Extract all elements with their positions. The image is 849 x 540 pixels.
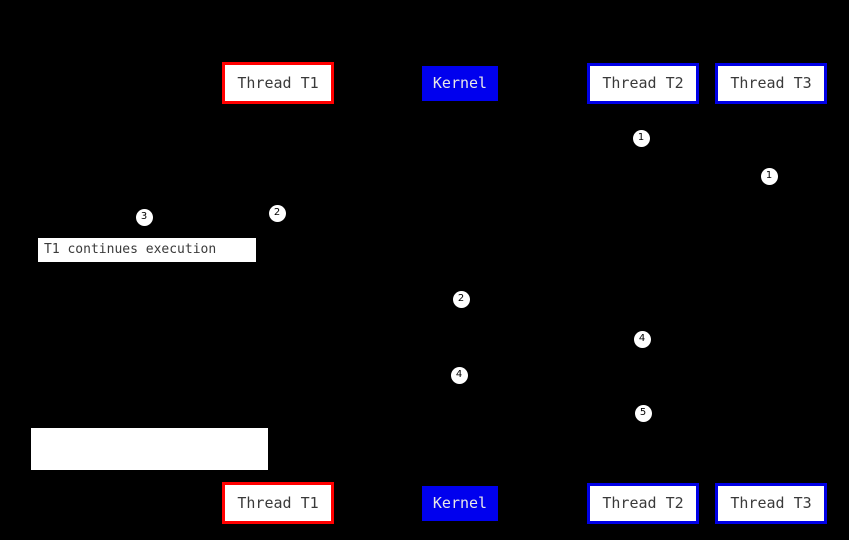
step-number: 5 xyxy=(639,407,647,418)
participant-label: Thread T3 xyxy=(730,494,812,512)
participant-t1[interactable]: Thread T1 xyxy=(222,62,334,104)
step-badge-4: 4 xyxy=(633,330,651,348)
step-number: 1 xyxy=(765,170,773,181)
step-badge-3: 3 xyxy=(135,208,153,226)
participant-t2[interactable]: Thread T2 xyxy=(587,63,699,104)
note-t1-continues: T1 continues execution xyxy=(37,237,257,263)
participant-label: Kernel xyxy=(432,74,488,92)
message-arrow xyxy=(460,413,643,414)
participant-kernel[interactable]: Kernel xyxy=(422,66,498,101)
note-text: T1 continues execution xyxy=(44,241,217,257)
participant-t3b[interactable]: Thread T3 xyxy=(715,483,827,524)
step-badge-5: 5 xyxy=(634,404,652,422)
participant-label: Thread T2 xyxy=(602,74,684,92)
participant-kernelb[interactable]: Kernel xyxy=(422,486,498,521)
lifeline-t1 xyxy=(277,105,278,482)
message-arrow xyxy=(277,375,460,376)
message-arrow xyxy=(277,213,460,214)
message-arrow xyxy=(460,138,643,139)
step-badge-2: 2 xyxy=(268,204,286,222)
message-arrow xyxy=(643,176,771,177)
participant-label: Thread T1 xyxy=(237,73,319,92)
step-number: 1 xyxy=(637,132,645,143)
participant-label: Thread T2 xyxy=(602,494,684,512)
step-number: 2 xyxy=(457,293,465,304)
participant-t3[interactable]: Thread T3 xyxy=(715,63,827,104)
participant-label: Thread T1 xyxy=(237,493,319,512)
step-badge-1: 1 xyxy=(760,167,778,185)
lifeline-t2 xyxy=(643,105,644,483)
lifeline-t3 xyxy=(771,105,772,483)
message-arrow xyxy=(460,339,643,340)
participant-t2b[interactable]: Thread T2 xyxy=(587,483,699,524)
message-arrow xyxy=(277,299,460,300)
step-number: 2 xyxy=(273,207,281,218)
step-badge-1: 1 xyxy=(632,129,650,147)
step-badge-4: 4 xyxy=(450,366,468,384)
step-number: 4 xyxy=(455,369,463,380)
participant-label: Thread T3 xyxy=(730,74,812,92)
participant-label: Kernel xyxy=(432,494,488,512)
step-badge-2: 2 xyxy=(452,290,470,308)
step-number: 4 xyxy=(638,333,646,344)
step-number: 3 xyxy=(140,211,148,222)
note-blank xyxy=(31,428,268,470)
participant-t1b[interactable]: Thread T1 xyxy=(222,482,334,524)
